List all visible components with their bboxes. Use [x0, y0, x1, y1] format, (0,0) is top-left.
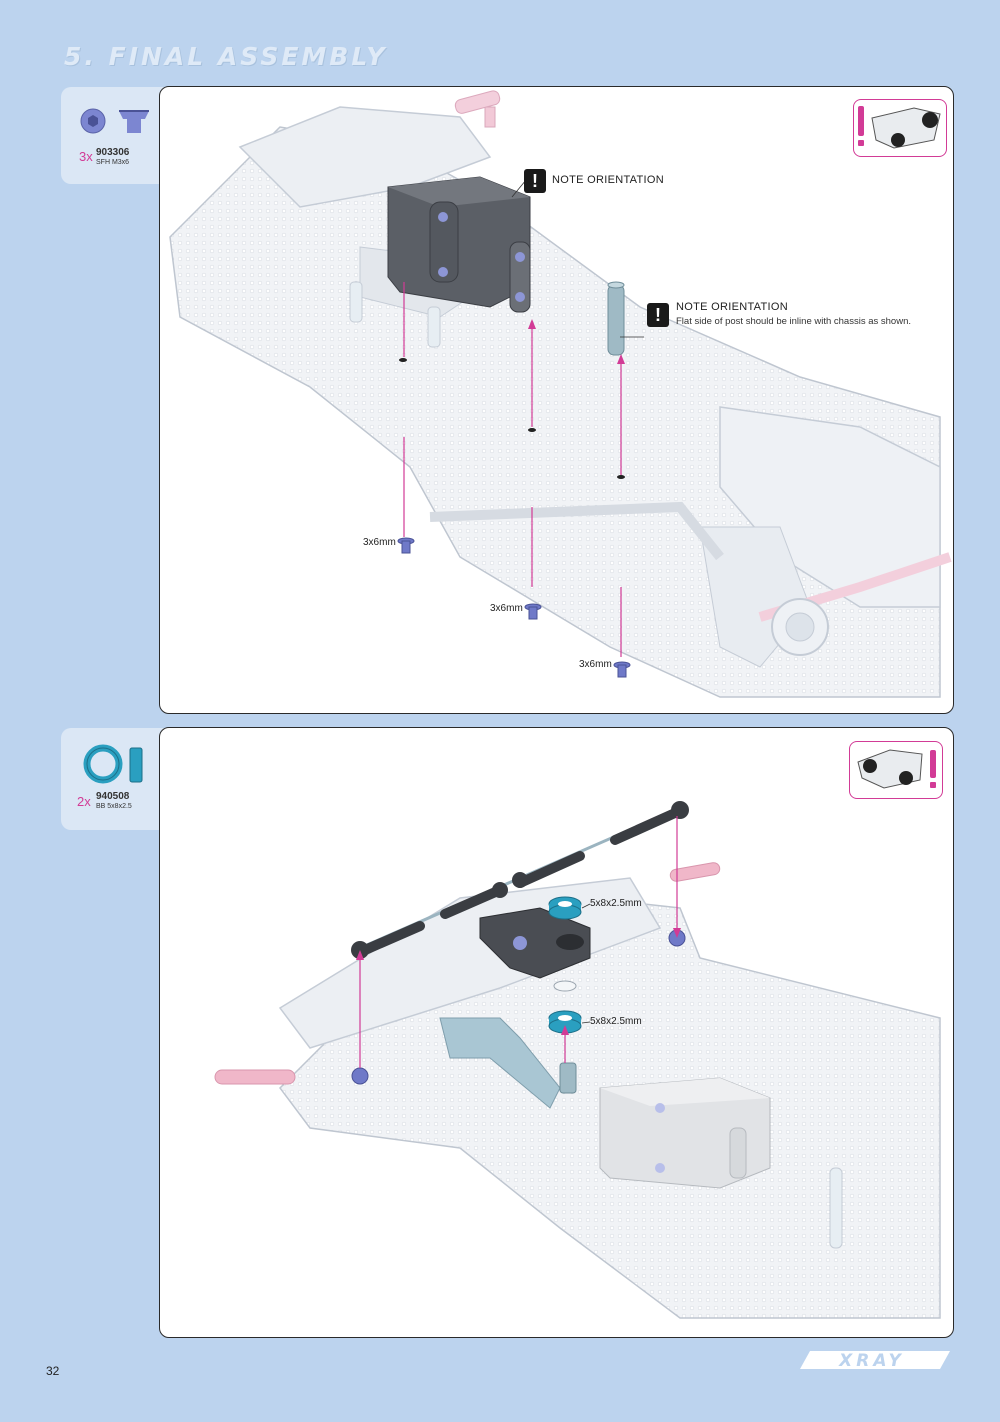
- note-orientation-1: NOTE ORIENTATION: [552, 174, 664, 186]
- assembly-panel-step2: 5x8x2.5mm 5x8x2.5mm: [159, 727, 954, 1338]
- car-orientation-thumbnail: [853, 99, 947, 157]
- chassis-illustration: [169, 90, 952, 698]
- part-qty: 2x: [77, 794, 91, 809]
- bearing-top: [548, 896, 582, 920]
- chassis-illustration: [214, 801, 941, 1319]
- note-orientation-2-detail: Flat side of post should be inline with …: [676, 316, 911, 327]
- parts-tab-step1: 3x 903306 SFH M3x6: [61, 87, 171, 184]
- warning-icon: !: [647, 303, 669, 327]
- page-number: 32: [46, 1364, 60, 1378]
- part-desc: SFH M3x6: [96, 159, 130, 166]
- xray-logo: XRAY: [800, 1351, 950, 1371]
- part-desc: BB 5x8x2.5: [96, 803, 132, 810]
- bearing-label-2: 5x8x2.5mm: [590, 1016, 642, 1027]
- svg-text:XRAY: XRAY: [838, 1351, 905, 1371]
- part-code: 903306: [96, 147, 130, 158]
- section-title: 5. FINAL ASSEMBLY: [64, 42, 388, 71]
- bearing-label-1: 5x8x2.5mm: [590, 898, 642, 909]
- assembly-panel-step1: ! NOTE ORIENTATION ! NOTE ORIENTATION Fl…: [159, 86, 954, 714]
- screw-3: [613, 661, 631, 678]
- parts-tab-step2: 2x 940508 BB 5x8x2.5: [61, 728, 171, 830]
- car-thumbnail-icon: [858, 106, 941, 149]
- car-orientation-thumbnail: [849, 741, 943, 799]
- part-qty: 3x: [79, 149, 93, 164]
- screw-1: [397, 537, 415, 554]
- car-thumbnail-icon: [857, 749, 936, 789]
- part-code: 940508: [96, 791, 130, 802]
- note-orientation-2: NOTE ORIENTATION: [676, 301, 788, 313]
- screw-label-2: 3x6mm: [490, 603, 523, 614]
- screw-2: [524, 603, 542, 620]
- screw-label-1: 3x6mm: [363, 537, 396, 548]
- flat-head-screw-icon: [80, 108, 149, 134]
- screw-label-3: 3x6mm: [579, 659, 612, 670]
- ball-bearing-icon: [83, 744, 143, 784]
- warning-icon: !: [524, 169, 546, 193]
